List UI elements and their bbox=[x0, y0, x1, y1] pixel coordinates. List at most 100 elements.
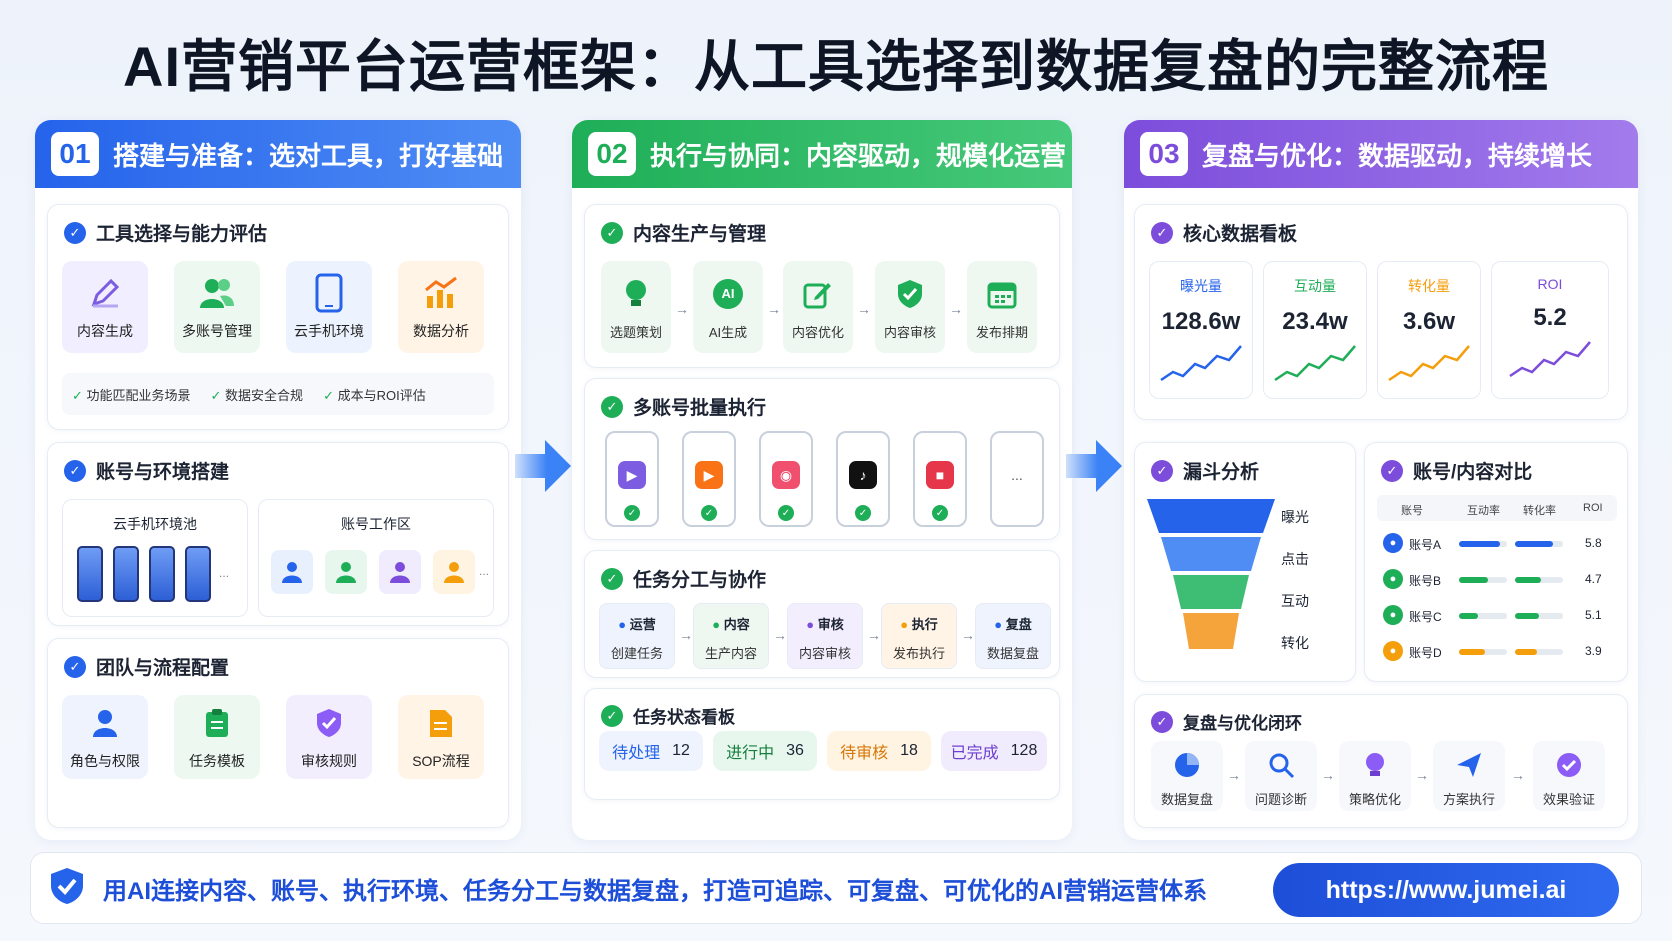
bar-track bbox=[1515, 613, 1563, 619]
step-schedule[interactable]: 发布排期 bbox=[967, 261, 1037, 353]
column-header: 03 复盘与优化：数据驱动，持续增长 bbox=[1124, 120, 1638, 188]
more-indicator: ... bbox=[1011, 467, 1023, 483]
arrow-icon: → bbox=[767, 301, 781, 317]
team-roles[interactable]: 角色与权限 bbox=[62, 695, 148, 779]
shield-check-icon bbox=[890, 274, 930, 314]
loop-card: ✓复盘与优化闭环 数据复盘 → 问题诊断 → 策略优化 → 方案执行 → 效果验… bbox=[1134, 694, 1628, 828]
phone-device bbox=[77, 546, 103, 602]
funnel-stage: 曝光 bbox=[1281, 509, 1309, 525]
step-review[interactable]: 内容审核 bbox=[875, 261, 945, 353]
kpi-engagement[interactable]: 互动量 23.4w bbox=[1263, 261, 1367, 399]
step-label: 发布排期 bbox=[975, 324, 1028, 340]
app-badge-icon: ■ bbox=[926, 461, 954, 489]
team-review-rules[interactable]: 审核规则 bbox=[286, 695, 372, 779]
kpi-exposure[interactable]: 曝光量 128.6w bbox=[1149, 261, 1253, 399]
avatar-icon: ● bbox=[1383, 641, 1403, 661]
more-indicator: ... bbox=[219, 566, 230, 580]
conversion-rate-bar bbox=[1515, 613, 1539, 619]
avatar-icon: ● bbox=[1383, 605, 1403, 625]
camera-icon: ◉ bbox=[772, 461, 800, 489]
team-templates[interactable]: 任务模板 bbox=[174, 695, 260, 779]
task-role-execute[interactable]: ● 执行 发布执行 bbox=[881, 603, 957, 669]
success-check-icon: ✓ bbox=[855, 505, 871, 521]
conversion-rate-bar bbox=[1515, 577, 1541, 583]
phone-account-5[interactable]: ■✓ bbox=[913, 431, 967, 527]
column-heading: 复盘与优化：数据驱动，持续增长 bbox=[1202, 140, 1593, 171]
account-name: 账号D bbox=[1409, 646, 1442, 660]
funnel-stage: 点击 bbox=[1281, 551, 1309, 567]
success-check-icon: ✓ bbox=[932, 505, 948, 521]
trend-line-icon bbox=[1160, 345, 1242, 382]
success-check-icon: ✓ bbox=[701, 505, 717, 521]
bar-track bbox=[1459, 613, 1507, 619]
card-title: 账号与环境搭建 bbox=[96, 462, 230, 483]
loop-execute[interactable]: 方案执行 bbox=[1433, 741, 1505, 811]
content-card: ✓内容生产与管理 选题策划 → AI AI生成 → 内容优化 → 内容审核 → … bbox=[584, 204, 1060, 368]
team-sop[interactable]: SOP流程 bbox=[398, 695, 484, 779]
loop-diagnose[interactable]: 问题诊断 bbox=[1245, 741, 1317, 811]
task-role-ops[interactable]: ● 运营 创建任务 bbox=[599, 603, 675, 669]
step-number: 01 bbox=[51, 132, 99, 176]
pencil-icon bbox=[85, 273, 125, 313]
tool-data-analysis[interactable]: 数据分析 bbox=[398, 261, 484, 353]
success-check-icon: ✓ bbox=[624, 505, 640, 521]
task-role-content[interactable]: ● 内容 生产内容 bbox=[693, 603, 769, 669]
step-optimize[interactable]: 内容优化 bbox=[783, 261, 853, 353]
check-icon: ✓ bbox=[1151, 221, 1173, 244]
phone-device bbox=[185, 546, 211, 602]
loop-verify[interactable]: 效果验证 bbox=[1533, 741, 1605, 811]
card-title: 多账号批量执行 bbox=[633, 398, 767, 419]
kpi-roi[interactable]: ROI 5.2 bbox=[1491, 261, 1609, 399]
person-icon: ● bbox=[618, 617, 630, 632]
conversion-rate-bar bbox=[1515, 649, 1537, 655]
tool-cloud-phone[interactable]: 云手机环境 bbox=[286, 261, 372, 353]
check-icon: ✓ bbox=[1381, 459, 1403, 482]
card-title: 核心数据看板 bbox=[1183, 224, 1298, 245]
arrow-icon: → bbox=[675, 301, 689, 317]
person-icon: ● bbox=[806, 617, 818, 632]
check-icon: ✓ bbox=[601, 704, 623, 727]
loop-data-review[interactable]: 数据复盘 bbox=[1151, 741, 1223, 811]
phone-account-2[interactable]: ▶✓ bbox=[682, 431, 736, 527]
step-number: 03 bbox=[1140, 132, 1188, 176]
phone-more[interactable]: ... bbox=[990, 431, 1044, 527]
arrow-icon: → bbox=[1227, 767, 1241, 783]
check-circle-icon bbox=[1549, 745, 1589, 785]
kpi-conversion[interactable]: 转化量 3.6w bbox=[1377, 261, 1481, 399]
step-ai-generate[interactable]: AI AI生成 bbox=[693, 261, 763, 353]
criteria-item: ✓ 成本与ROI评估 bbox=[323, 387, 426, 403]
tool-multi-account[interactable]: 多账号管理 bbox=[174, 261, 260, 353]
step-label: AI生成 bbox=[708, 324, 748, 340]
website-link[interactable]: https://www.jumei.ai bbox=[1273, 863, 1619, 917]
tool-content-generation[interactable]: 内容生成 bbox=[62, 261, 148, 353]
check-icon: ✓ bbox=[1151, 710, 1173, 733]
column-header: 02 执行与协同：内容驱动，规模化运营 bbox=[572, 120, 1072, 188]
arrow-icon: → bbox=[1321, 767, 1335, 783]
step-topic-planning[interactable]: 选题策划 bbox=[601, 261, 671, 353]
team-label: 角色与权限 bbox=[70, 753, 140, 769]
check-icon: ✓ bbox=[64, 459, 86, 482]
task-role-review[interactable]: ● 审核 内容审核 bbox=[787, 603, 863, 669]
phone-account-1[interactable]: ▶✓ bbox=[605, 431, 659, 527]
step-label: 内容优化 bbox=[791, 324, 844, 340]
card-title: 团队与流程配置 bbox=[96, 658, 230, 679]
phone-account-4[interactable]: ♪✓ bbox=[836, 431, 890, 527]
avatar-icon: ● bbox=[1383, 533, 1403, 553]
roi-value: 4.7 bbox=[1585, 572, 1602, 586]
engagement-rate-bar bbox=[1459, 649, 1485, 655]
task-role-retro[interactable]: ● 复盘 数据复盘 bbox=[975, 603, 1051, 669]
account-name: 账号C bbox=[1409, 610, 1442, 624]
phone-account-3[interactable]: ◉✓ bbox=[759, 431, 813, 527]
check-icon: ✓ bbox=[64, 221, 86, 244]
loop-strategy[interactable]: 策略优化 bbox=[1339, 741, 1411, 811]
trend-line-icon bbox=[1388, 345, 1470, 382]
engagement-rate-bar bbox=[1459, 577, 1488, 583]
